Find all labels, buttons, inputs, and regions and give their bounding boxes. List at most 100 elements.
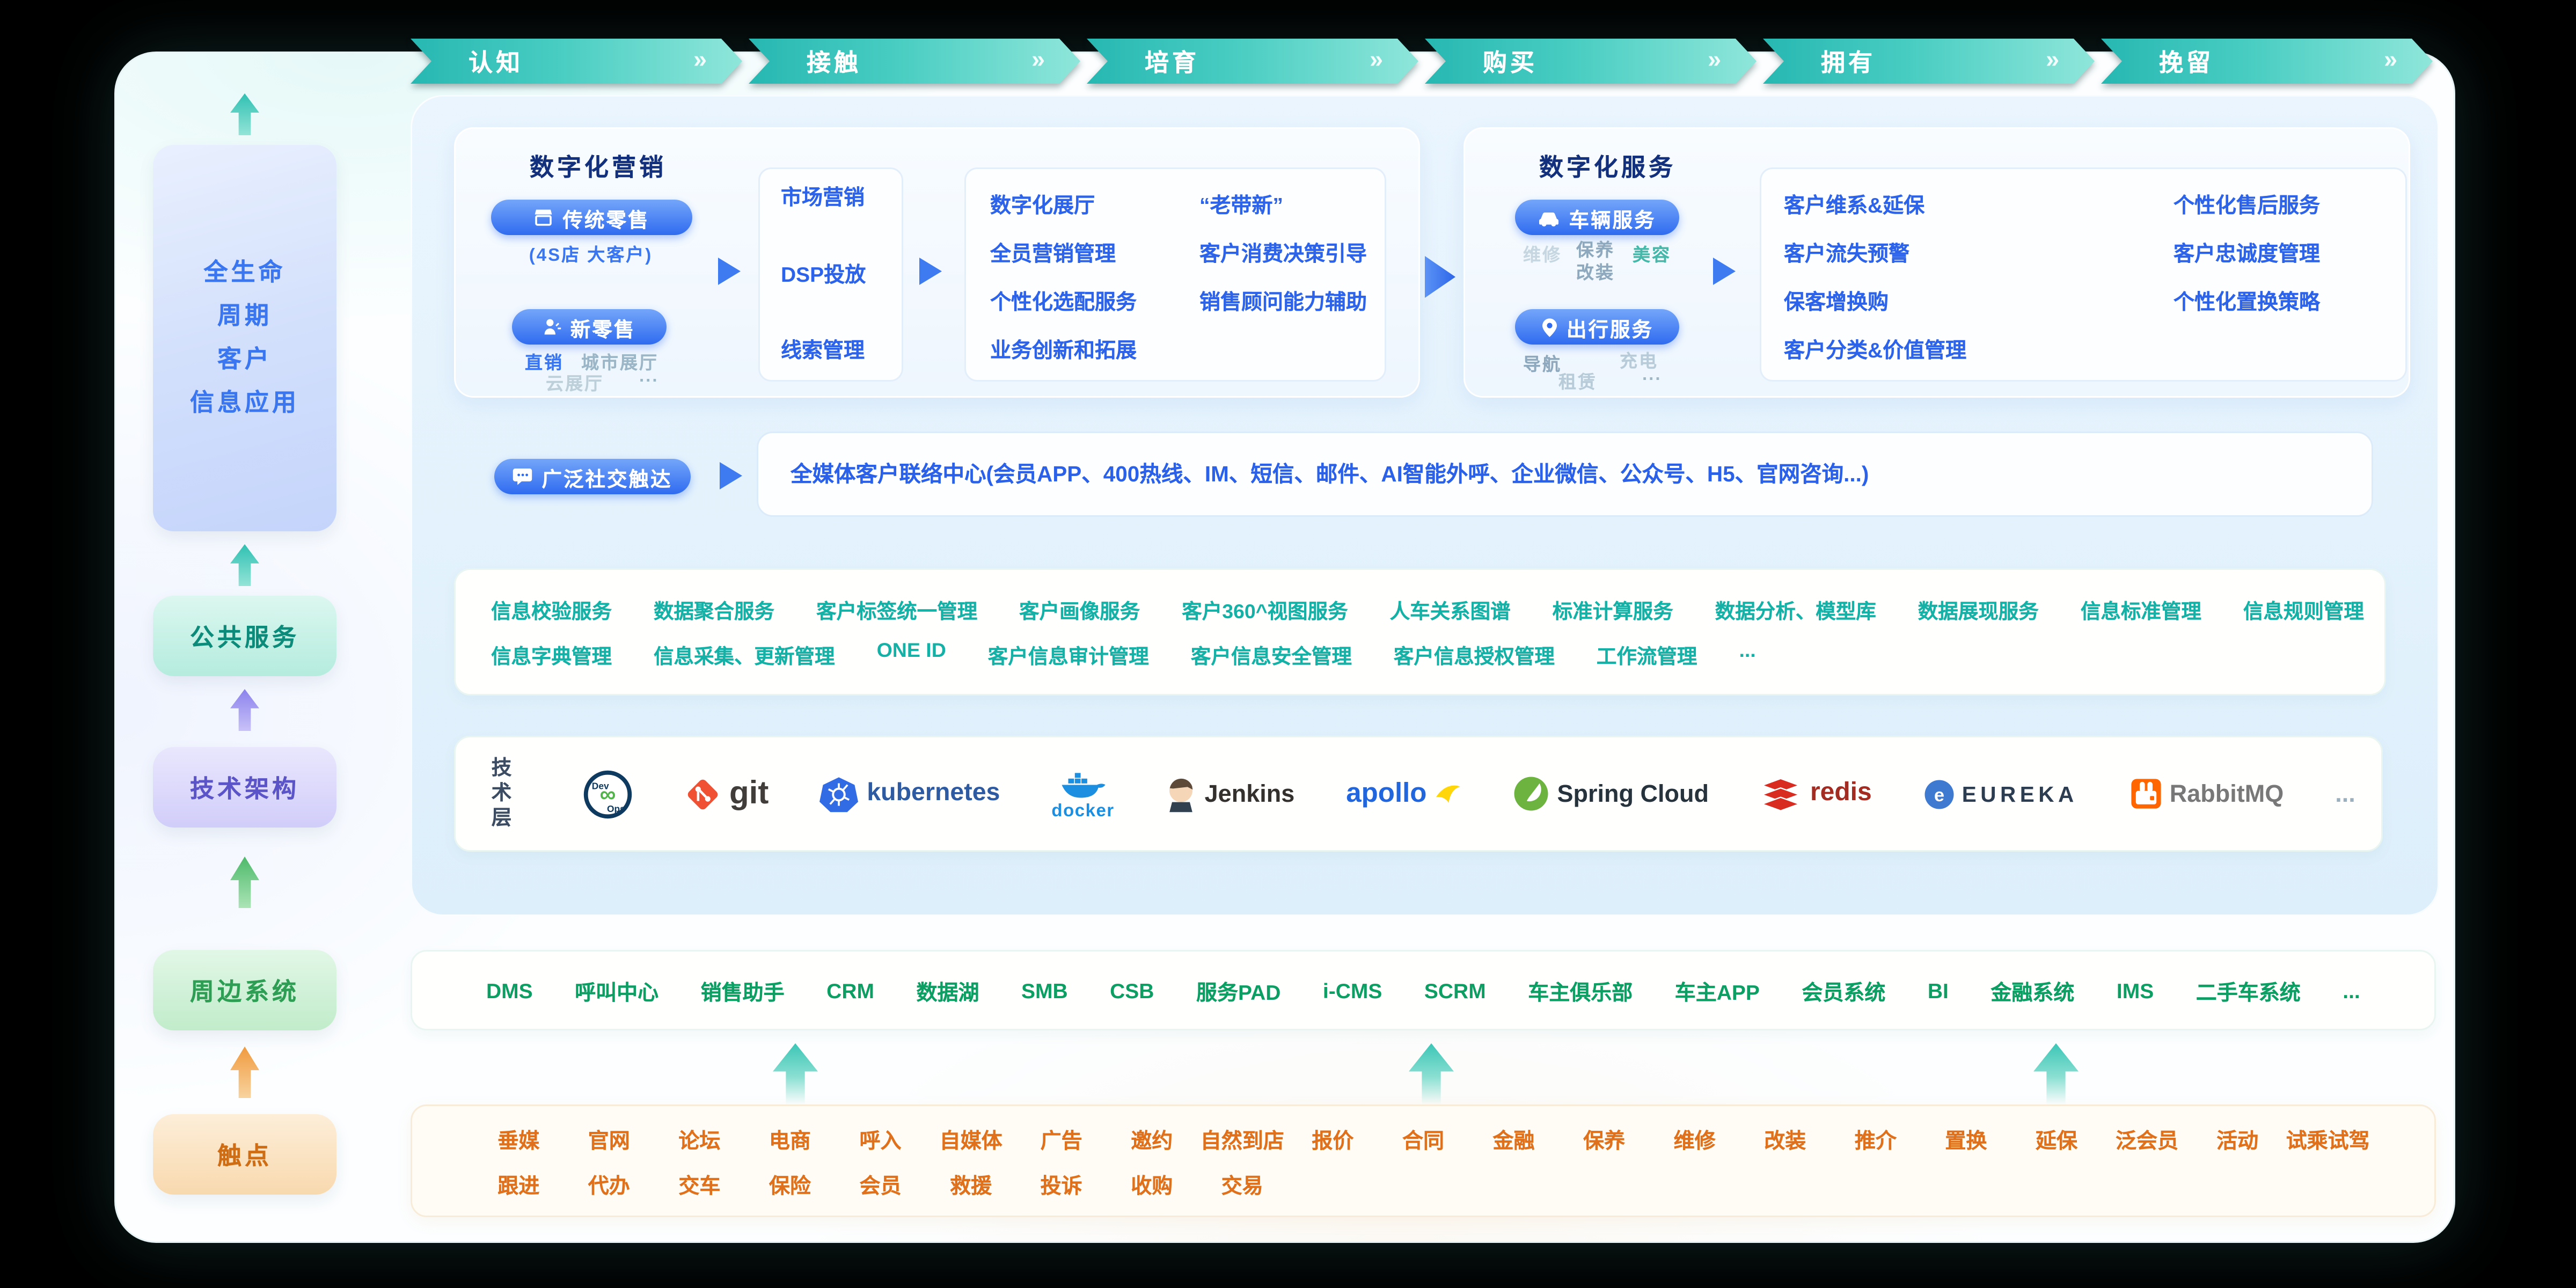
rabbitmq-icon	[2131, 779, 2161, 809]
public-service-item: 人车关系图谱	[1389, 601, 1511, 623]
omni-channel-contact-text: 全媒体客户联络中心(会员APP、400热线、IM、短信、邮件、AI智能外呼、企业…	[791, 462, 1869, 486]
peripheral-system-item: 销售助手	[700, 979, 785, 1004]
logo-spring-cloud: Spring Cloud	[1513, 776, 1709, 811]
journey-stage-label: 拥有	[1821, 49, 1876, 77]
travel-tag: 充电	[1620, 353, 1658, 372]
flow-arrow-right-icon	[720, 462, 742, 489]
person-icon	[545, 319, 561, 335]
touchpoint-item: 自媒体	[939, 1128, 1002, 1152]
touchpoint-item: 自然到店	[1200, 1128, 1284, 1152]
peripheral-system-item: ...	[2343, 978, 2360, 1002]
public-services-rows: 信息校验服务数据聚合服务客户标签统一管理客户画像服务客户360^视图服务人车关系…	[456, 570, 2384, 694]
touchpoint-item: 会员	[859, 1173, 902, 1197]
car-icon	[1540, 211, 1560, 226]
touchpoint-item: 交易	[1221, 1173, 1263, 1197]
public-service-item: 标准计算服务	[1552, 601, 1673, 623]
marketing-capability-item: 个性化选配服务	[990, 290, 1137, 314]
marketing-capability-item: 全员营销管理	[990, 241, 1116, 266]
public-service-item: 信息标准管理	[2080, 601, 2201, 623]
touchpoint-item: 活动	[2216, 1128, 2259, 1152]
tech-layer-label: 技术层	[488, 756, 510, 831]
public-service-item: ...	[1739, 639, 1756, 662]
journey-stage-ribbon-retain: 挽留 »	[2101, 39, 2433, 84]
public-service-item: 数据展现服务	[1918, 601, 2039, 623]
new-retail-tag: 直销	[525, 354, 564, 374]
public-service-item: 信息规则管理	[2243, 601, 2364, 623]
sidebar-public-services-box: 公共服务	[153, 596, 336, 676]
service-capability-item: 客户忠诚度管理	[2174, 241, 2321, 266]
peripheral-system-item: IMS	[2116, 978, 2154, 1002]
svg-text:Dev: Dev	[592, 780, 609, 791]
sidebar-tech-architecture-label: 技术架构	[189, 775, 299, 803]
marketing-capabilities-col2: “老带新”客户消费决策引导销售顾问能力辅助	[1199, 182, 1367, 327]
docker-wordmark: docker	[1051, 802, 1115, 821]
new-retail-label: 新零售	[570, 318, 636, 341]
service-capabilities-box: 客户维系&延保客户流失预警保客增换购客户分类&价值管理 个性化售后服务客户忠诚度…	[1760, 167, 2407, 382]
touchpoint-item: 维修	[1673, 1128, 1716, 1152]
social-reach-pill: 广泛社交触达	[494, 459, 691, 494]
logo-rabbitmq: RabbitMQ	[2129, 778, 2284, 810]
docker-whale-icon	[1061, 773, 1105, 798]
service-capabilities-col1: 客户维系&延保客户流失预警保客增换购客户分类&价值管理	[1784, 182, 1966, 375]
vehicle-tag: 改装	[1576, 264, 1615, 283]
new-retail-tag: ...	[639, 367, 659, 386]
touchpoint-item: 论坛	[678, 1128, 721, 1152]
vehicle-tag: 保养	[1576, 241, 1615, 261]
touchpoint-item: 泛会员	[2116, 1128, 2179, 1152]
touchpoint-item: 报价	[1312, 1128, 1354, 1152]
journey-stage-label: 挽留	[2159, 49, 2214, 77]
public-service-item: 客户信息安全管理	[1190, 646, 1352, 668]
traditional-retail-subtext: (4S店 大客户)	[529, 246, 653, 266]
touchpoint-item: 金融	[1492, 1128, 1535, 1152]
omni-channel-contact-box: 全媒体客户联络中心(会员APP、400热线、IM、短信、邮件、AI智能外呼、企业…	[757, 431, 2373, 517]
kubernetes-wordmark: kubernetes	[867, 779, 1000, 807]
service-capability-item: 个性化置换策略	[2174, 290, 2321, 314]
peripheral-system-item: 服务PAD	[1196, 979, 1281, 1004]
chevron-right-icon: »	[2045, 46, 2059, 74]
public-service-item: 信息校验服务	[491, 601, 612, 623]
journey-stage-ribbon-nurture: 培育 »	[1087, 39, 1418, 84]
peripheral-system-item: CSB	[1110, 978, 1154, 1002]
vehicle-service-pill: 车辆服务	[1515, 200, 1679, 235]
touchpoint-item: 延保	[2035, 1128, 2077, 1152]
storefront-icon	[536, 209, 553, 226]
peripheral-system-item: 数据湖	[916, 979, 979, 1004]
marketing-funnel-item: DSP投放	[781, 261, 866, 286]
sidebar-touchpoints-box: 触点	[153, 1114, 336, 1195]
service-capability-item: 保客增换购	[1784, 290, 1889, 314]
logo-jenkins: Jenkins	[1166, 775, 1294, 813]
sidebar-tech-architecture-box: 技术架构	[153, 747, 336, 828]
peripheral-system-item: BI	[1927, 978, 1949, 1002]
travel-service-label: 出行服务	[1566, 318, 1653, 341]
logo-redis: redis	[1760, 777, 1872, 811]
chevron-right-icon: »	[2383, 46, 2397, 74]
chevron-right-icon: »	[1707, 46, 1721, 74]
marketing-capabilities-box: 数字化展厅全员营销管理个性化选配服务业务创新和拓展 “老带新”客户消费决策引导销…	[964, 167, 1386, 382]
public-service-item: 客户标签统一管理	[816, 601, 978, 623]
social-reach-label: 广泛社交触达	[541, 467, 672, 491]
new-retail-tag: 城市展厅	[581, 354, 658, 374]
touchpoint-item: 改装	[1764, 1128, 1806, 1152]
lifecycle-label-line: 全生命	[203, 259, 286, 287]
service-capability-item: 客户维系&延保	[1784, 193, 1925, 217]
touchpoints-panel: 垂媒官网论坛电商呼入自媒体广告邀约自然到店报价合同金融保养维修改装推介置换延保泛…	[411, 1104, 2436, 1217]
svg-text:∞: ∞	[600, 781, 616, 806]
tech-layer-panel: 技术层 Dev Ops ∞	[454, 736, 2383, 852]
flow-arrow-right-icon	[919, 258, 942, 285]
peripheral-system-item: 呼叫中心	[575, 979, 659, 1004]
git-wordmark: git	[729, 775, 769, 811]
touchpoint-item: 电商	[769, 1128, 811, 1152]
public-service-item: 客户信息授权管理	[1393, 646, 1555, 668]
lifecycle-label-line: 信息应用	[189, 390, 299, 417]
flow-arrow-right-icon	[1713, 258, 1736, 285]
kubernetes-icon	[820, 776, 859, 811]
lifecycle-label-lines: 全生命周期客户信息应用	[190, 251, 299, 425]
marketing-capability-item: “老带新”	[1199, 193, 1284, 217]
apollo-bird-icon	[1436, 785, 1461, 803]
logo-devops: Dev Ops ∞	[583, 769, 633, 819]
svg-text:Ops: Ops	[607, 803, 625, 814]
chevron-right-icon: »	[1031, 46, 1045, 74]
touchpoint-item: 置换	[1945, 1128, 1987, 1152]
